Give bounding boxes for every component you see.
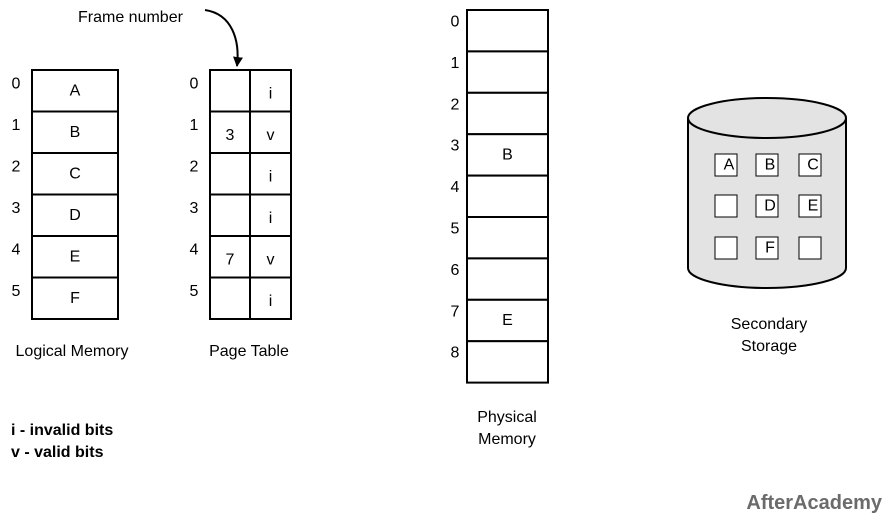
- page-table-frame-cell: [209, 276, 251, 320]
- legend-valid: v - valid bits: [11, 444, 104, 461]
- storage-block-label: D: [764, 198, 776, 215]
- physical-memory-entry: E: [502, 312, 513, 329]
- frame-number-label: Frame number: [78, 9, 184, 26]
- physical-memory-index: 7: [451, 303, 460, 320]
- page-table-frame-cell: [209, 69, 251, 113]
- physical-memory-entry: B: [502, 146, 513, 163]
- storage-block: [798, 194, 822, 218]
- page-table-bit: i: [269, 85, 273, 102]
- logical-memory-entry: B: [70, 124, 81, 141]
- logical-memory-index: 0: [12, 76, 21, 93]
- physical-memory-cell: [466, 216, 549, 260]
- physical-memory-index: 6: [451, 262, 460, 279]
- page-table-bit-cell: [249, 276, 292, 320]
- logical-memory-index: 4: [12, 242, 21, 259]
- page-table-bit: v: [267, 251, 275, 268]
- physical-memory-cell: [466, 340, 549, 384]
- physical-memory-cell: [466, 50, 549, 94]
- logical-memory-index: 3: [12, 200, 21, 217]
- page-table-index: 5: [190, 283, 199, 300]
- physical-memory-index: 4: [451, 179, 460, 196]
- storage-block: [798, 236, 822, 260]
- physical-memory-index: 2: [451, 96, 460, 113]
- page-table-frame-cell: [209, 152, 251, 196]
- page-table-frame: 7: [226, 251, 235, 268]
- physical-memory-cell: [466, 91, 549, 136]
- storage-block: [755, 236, 779, 260]
- page-table-bit: i: [269, 168, 273, 185]
- page-table-index: 4: [190, 242, 199, 259]
- physical-memory-cell: [466, 174, 549, 219]
- storage-block-label: E: [808, 198, 819, 215]
- page-table-title: Page Table: [209, 343, 289, 360]
- storage-block: [714, 194, 738, 218]
- page-table-bit-cell: [249, 152, 292, 196]
- disk-top-icon: [687, 97, 847, 139]
- physical-memory-index: 0: [451, 14, 460, 31]
- page-table-index: 1: [190, 117, 199, 134]
- logical-memory-cell: [31, 193, 119, 237]
- physical-memory-title-line1: Physical: [477, 409, 537, 426]
- logical-memory: 0 1 2 3 4 5 A B C D E F Logical Memory: [12, 69, 129, 360]
- page-table-frame-cell: [209, 110, 251, 154]
- physical-memory: 0 1 2 3 4 5 6 7 8 B E Physical Memory: [451, 9, 549, 448]
- storage-block: [714, 153, 738, 177]
- storage-block-label: C: [807, 157, 819, 174]
- secondary-storage-title-line2: Storage: [741, 338, 797, 355]
- frame-number-arrow: [204, 9, 243, 67]
- storage-block: [755, 153, 779, 177]
- logical-memory-index: 2: [12, 159, 21, 176]
- logical-memory-cell: [31, 276, 119, 320]
- page-table-index: 3: [190, 200, 199, 217]
- logical-memory-index: 1: [12, 117, 21, 134]
- physical-memory-index: 1: [451, 55, 460, 72]
- storage-block: [714, 236, 738, 260]
- secondary-storage-title-line1: Secondary: [731, 316, 808, 333]
- storage-block: [798, 153, 822, 177]
- physical-memory-cell: [466, 257, 549, 301]
- physical-memory-index: 8: [451, 345, 460, 362]
- storage-block-label: B: [765, 157, 776, 174]
- logical-memory-title: Logical Memory: [16, 343, 129, 360]
- logical-memory-cell: [31, 69, 119, 113]
- physical-memory-cell: [466, 9, 549, 53]
- logical-memory-entry: F: [70, 290, 80, 307]
- page-table-bit: i: [269, 293, 273, 310]
- page-table-index: 2: [190, 159, 199, 176]
- storage-block: [755, 194, 779, 218]
- physical-memory-index: 3: [451, 138, 460, 155]
- page-table-index: 0: [190, 76, 199, 93]
- page-table-bit-cell: [249, 193, 292, 237]
- logical-memory-index: 5: [12, 283, 21, 300]
- logical-memory-entry: C: [69, 165, 81, 182]
- brand-logo: AfterAcademy: [746, 492, 882, 514]
- physical-memory-index: 5: [451, 221, 460, 238]
- logical-memory-entry: A: [70, 82, 81, 99]
- storage-block-label: A: [724, 157, 735, 174]
- secondary-storage: A B C D E F Secondary Storage: [687, 97, 847, 355]
- logical-memory-entry: D: [69, 207, 81, 224]
- physical-memory-title-line2: Memory: [478, 431, 536, 448]
- storage-block-label: F: [765, 240, 775, 257]
- page-table-frame: 3: [226, 127, 235, 144]
- physical-memory-cell: [466, 298, 549, 343]
- legend-invalid: i - invalid bits: [11, 422, 113, 439]
- logical-memory-entry: E: [70, 248, 81, 265]
- page-table-frame-cell: [209, 193, 251, 237]
- page-table-bit: i: [269, 210, 273, 227]
- page-table: 0 1 2 3 4 5 i 3 v i i 7 v i Page Table: [190, 69, 292, 360]
- page-table-bit: v: [267, 127, 275, 144]
